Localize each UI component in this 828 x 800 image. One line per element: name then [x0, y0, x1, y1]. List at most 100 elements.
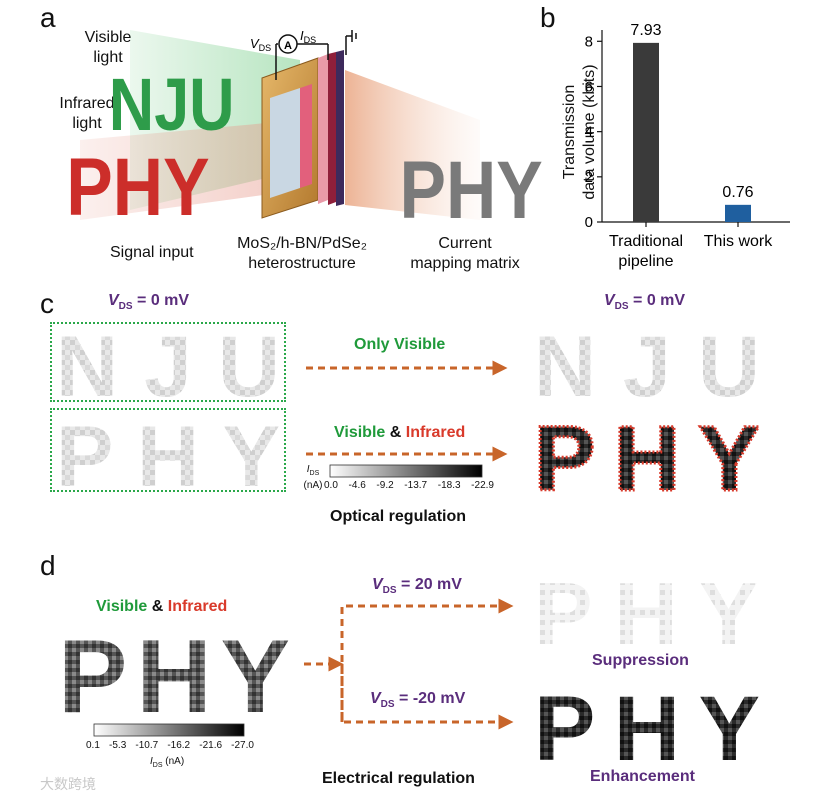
cbar-c-unit: (nA)	[303, 480, 323, 491]
bar	[633, 42, 659, 223]
input-box-bottom	[50, 408, 286, 492]
d-arrow-branch	[340, 598, 514, 722]
cbar-d-tick: 0.1	[86, 740, 100, 751]
x-tick-label: This work	[704, 233, 773, 250]
x-tick-label: pipeline	[618, 253, 673, 270]
c-output-word-top: NJU	[534, 319, 760, 415]
output-light-beam	[345, 70, 480, 220]
cbar-d-tick: -27.0	[231, 740, 254, 751]
cbar-c-tick: -22.9	[471, 480, 494, 491]
colorbar-d-ticks: 0.1 -5.3 -10.7 -16.2 -21.6 -27.0	[86, 740, 254, 751]
d-infrared-word: Infrared	[167, 598, 228, 615]
c-output-word-bottom: PHY	[534, 408, 760, 510]
vds-left-sub: DS	[118, 301, 133, 313]
cbar-d-tick: -16.2	[167, 740, 191, 751]
device-label: MoS₂/h-BN/PdSe₂ heterostructure	[228, 234, 376, 274]
vds-left-v: V	[108, 292, 119, 309]
bar	[725, 204, 751, 222]
vds-label-a: VDS	[250, 36, 271, 53]
output-label-line1: Current	[438, 235, 492, 252]
device-label-line2: heterostructure	[248, 255, 356, 272]
d-input-word: PHY	[58, 619, 290, 735]
cbar-d-label-sub: DS	[152, 762, 163, 769]
ammeter-icon: A	[284, 40, 292, 52]
panel-d-letter: d	[40, 550, 56, 581]
d-output-word-enhancement: PHY	[534, 678, 760, 780]
visible-infrared-label-d: Visible & Infrared	[96, 598, 227, 616]
vds-right-val: = 0 mV	[628, 292, 686, 309]
c-amp: &	[385, 424, 406, 441]
x-tick-label: Traditional	[609, 233, 683, 250]
red-light-beam	[80, 120, 300, 220]
panel-a-illustration: A VDS IDS NJU PHY PHY	[66, 28, 543, 237]
y-tick-label: 6	[585, 78, 593, 95]
cbar-d-label-i: I	[150, 756, 153, 767]
vds-left-label-c: VDS = 0 mV	[108, 292, 189, 312]
cbar-c-label-i: I	[306, 464, 310, 475]
electrical-regulation-caption: Electrical regulation	[322, 770, 475, 787]
heterostructure-device	[261, 50, 344, 219]
c-infrared-word: Infrared	[405, 424, 466, 441]
vds-neg-val: = -20 mV	[394, 690, 466, 707]
infrared-light-line1: Infrared	[59, 95, 115, 112]
vds-neg-sub: DS	[380, 699, 395, 711]
c-visible-word: Visible	[334, 424, 386, 441]
vds-right-label-c: VDS = 0 mV	[604, 292, 685, 312]
infrared-light-label: Infrared light	[50, 94, 124, 134]
y-tick-label: 4	[585, 124, 593, 141]
visible-light-line2: light	[93, 49, 123, 66]
ids-label-a: IDS	[300, 28, 316, 45]
enhancement-label: Enhancement	[590, 768, 695, 785]
cbar-c-tick: -13.7	[404, 480, 428, 491]
cbar-d-tick: -10.7	[135, 740, 159, 751]
colorbar-c-label: IDS (nA)	[298, 464, 328, 492]
vds-pos-v: V	[372, 576, 383, 593]
vds-neg-label: VDS = -20 mV	[370, 690, 465, 710]
device-label-line1: MoS₂/h-BN/PdSe₂	[237, 235, 367, 252]
vds-right-v: V	[604, 292, 615, 309]
input-word-infrared: PHY	[66, 142, 209, 234]
cbar-c-tick: 0.0	[324, 480, 338, 491]
vds-neg-v: V	[370, 690, 381, 707]
panel-c-letter: c	[40, 288, 54, 319]
vds-pos-sub: DS	[382, 585, 397, 597]
signal-input-label: Signal input	[110, 244, 194, 261]
watermark: 大数跨境	[40, 776, 96, 792]
vds-pos-label: VDS = 20 mV	[372, 576, 462, 596]
d-amp: &	[147, 598, 168, 615]
visible-light-label: Visible light	[78, 28, 138, 68]
input-box-top	[50, 322, 286, 402]
colorbar-c-ticks: 0.0 -4.6 -9.2 -13.7 -18.3 -22.9	[324, 480, 494, 491]
y-tick-label: 2	[585, 169, 593, 186]
d-visible-word: Visible	[96, 598, 148, 615]
cbar-c-tick: -9.2	[376, 480, 394, 491]
cbar-d-unit: (nA)	[162, 756, 185, 767]
optical-regulation-caption: Optical regulation	[330, 508, 467, 525]
d-output-word-suppression: PHY	[534, 564, 758, 663]
measurement-circuit	[275, 30, 357, 80]
colorbar-d-label: IDS (nA)	[150, 756, 184, 769]
output-label-line2: mapping matrix	[410, 255, 520, 272]
only-visible-label: Only Visible	[354, 336, 446, 353]
cbar-c-tick: -4.6	[348, 480, 366, 491]
vds-pos-val: = 20 mV	[396, 576, 462, 593]
bar-value-label: 7.93	[630, 22, 661, 39]
output-label: Current mapping matrix	[400, 234, 530, 274]
cbar-d-tick: -5.3	[109, 740, 127, 751]
cbar-c-label-sub: DS	[309, 470, 320, 477]
output-word: PHY	[400, 145, 543, 237]
c-input-word-bottom: PHY	[56, 409, 280, 505]
panel-b-letter: b	[540, 2, 556, 33]
suppression-label: Suppression	[592, 652, 689, 669]
visible-light-line1: Visible	[84, 29, 132, 46]
bar-value-label: 0.76	[722, 184, 753, 201]
vds-right-sub: DS	[614, 301, 629, 313]
y-tick-label: 8	[585, 33, 593, 50]
colorbar-c	[329, 464, 483, 478]
cbar-c-tick: -18.3	[437, 480, 461, 491]
visible-infrared-label-c: Visible & Infrared	[334, 424, 465, 442]
colorbar-d	[93, 723, 245, 737]
cbar-d-tick: -21.6	[199, 740, 223, 751]
